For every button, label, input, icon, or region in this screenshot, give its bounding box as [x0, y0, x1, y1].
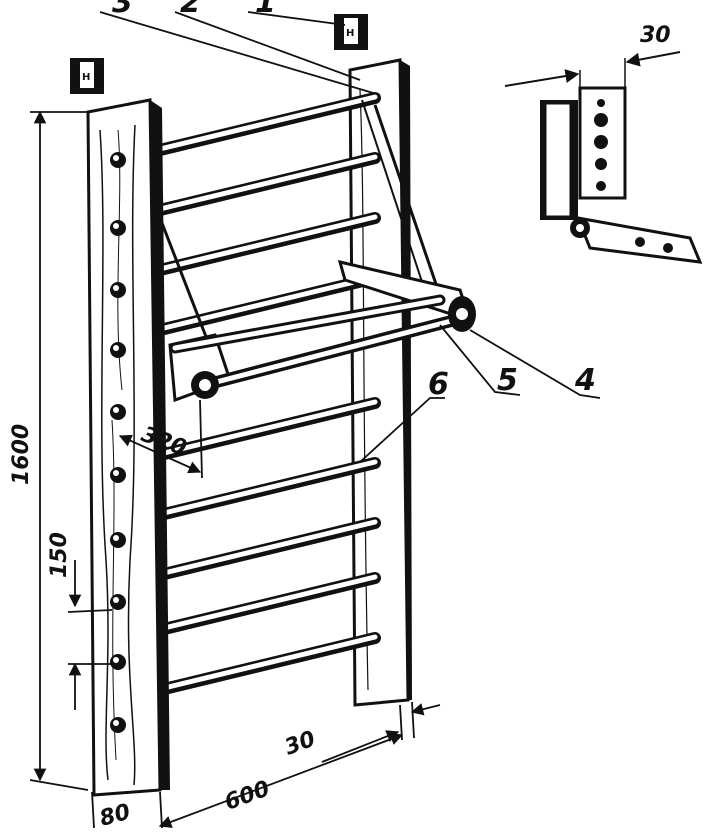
callout-1: 1 — [255, 0, 276, 20]
rung — [154, 517, 381, 581]
leaders — [99, 11, 601, 463]
rungs — [154, 92, 381, 696]
rung — [154, 92, 381, 156]
callout-3: 3 — [112, 0, 133, 20]
rung — [154, 397, 381, 461]
callout-2: 2 — [180, 0, 201, 20]
rung — [154, 632, 381, 696]
rung — [154, 272, 381, 336]
top-bracket-right: H — [334, 14, 368, 50]
dimension-lines — [29, 110, 441, 829]
dim-post-width: 80 — [97, 800, 133, 831]
rung — [154, 572, 381, 636]
callout-6: 6 — [428, 367, 449, 402]
top-bracket-left: H — [70, 58, 104, 94]
dim-post-thickness: 30 — [282, 727, 319, 761]
dim-width: 600 — [222, 776, 274, 815]
dim-rung-spacing: 150 — [47, 532, 72, 578]
rung — [154, 457, 381, 521]
folding-bar — [153, 99, 476, 403]
bracket-detail: 30 — [504, 23, 703, 264]
rung — [154, 212, 381, 276]
svg-text:H: H — [82, 72, 90, 83]
callout-5: 5 — [497, 363, 518, 398]
callout-4: 4 — [574, 363, 596, 398]
rung — [154, 152, 381, 216]
dim-height: 1600 — [9, 424, 34, 485]
dim-bracket-thickness: 30 — [640, 23, 671, 48]
svg-text:H: H — [346, 28, 354, 39]
